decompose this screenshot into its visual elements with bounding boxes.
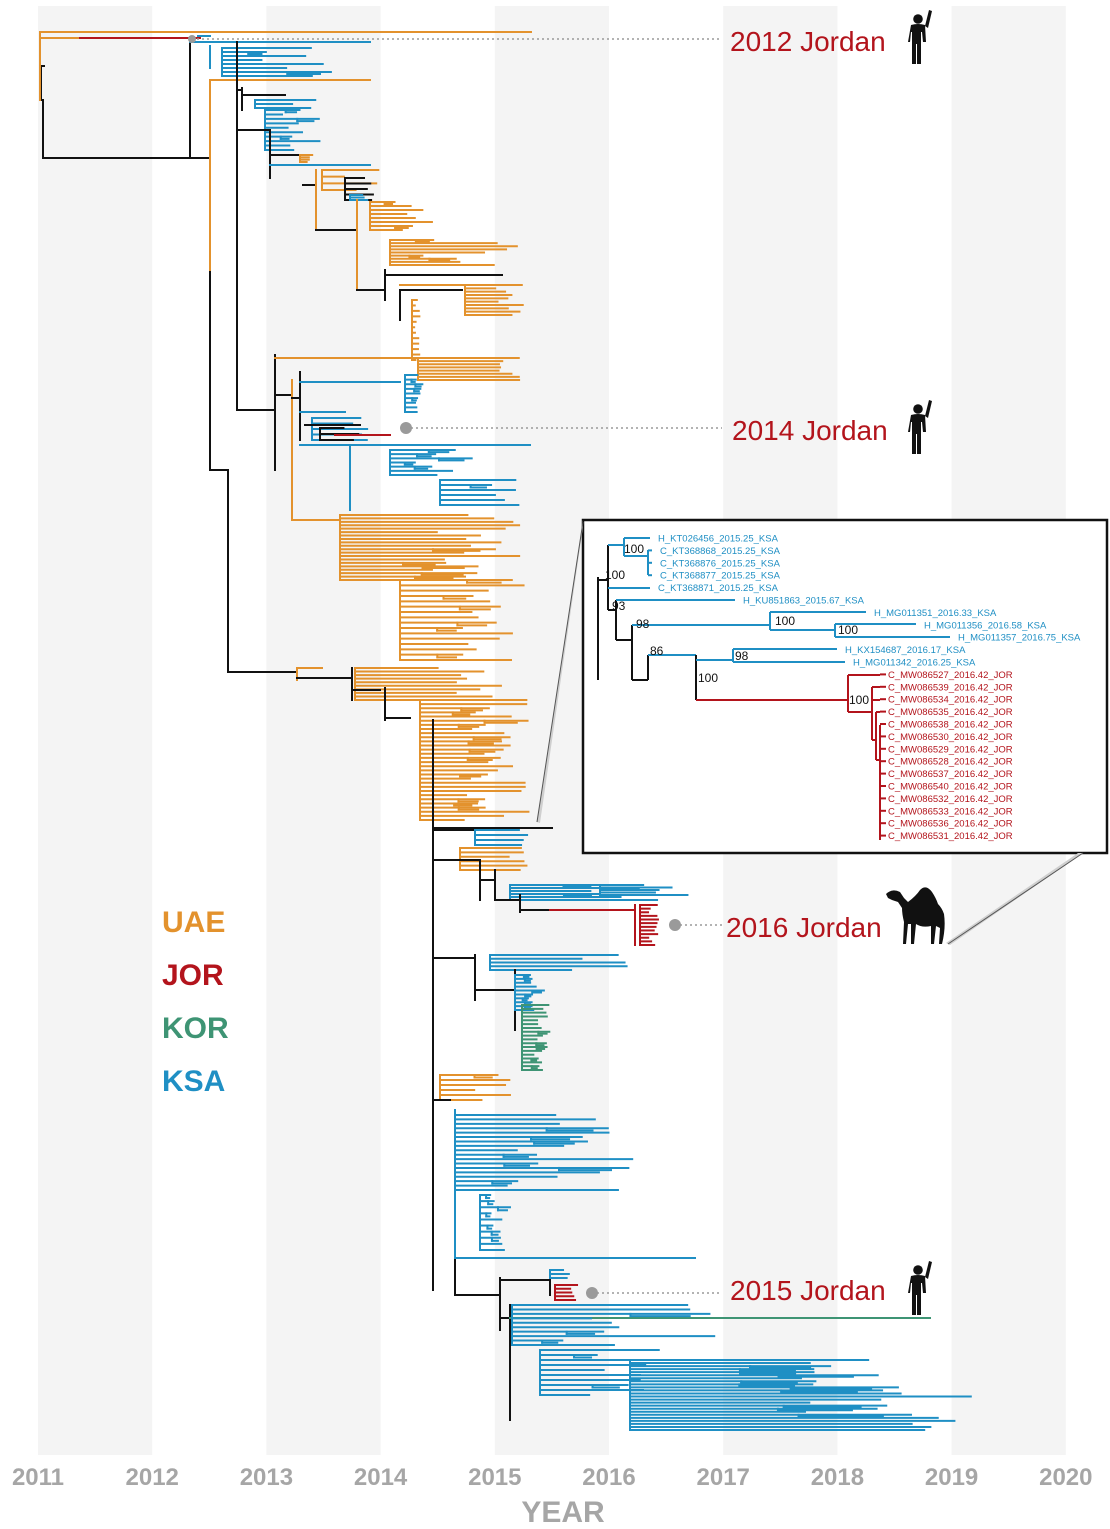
event-labels: 2012 Jordan 2014 Jordan 2016 Jordan 2015… [726, 26, 888, 1306]
tick-label: 2020 [1039, 1464, 1092, 1491]
inset-tip-label: C_MW086530_2016.42_JOR [888, 732, 1013, 743]
inset-tip-label: C_KT368876_2015.25_KSA [660, 558, 781, 569]
inset-tip-label: C_MW086537_2016.42_JOR [888, 769, 1013, 780]
tick-label: 2013 [240, 1464, 293, 1491]
inset-tip-label: C_MW086531_2016.42_JOR [888, 831, 1013, 842]
inset-tip-label: H_KX154687_2016.17_KSA [845, 645, 966, 656]
x-axis: 2011 2012 2013 2014 2015 2016 2017 2018 2019 2020 [12, 1464, 1093, 1491]
legend-ksa: KSA [162, 1065, 225, 1098]
inset-tip-label: H_MG011351_2016.33_KSA [874, 608, 997, 619]
legend-jor: JOR [162, 959, 224, 992]
inset-tip-label: H_MG011342_2016.25_KSA [853, 658, 976, 669]
legend-uae: UAE [162, 906, 225, 939]
inset-tip-label: C_MW086528_2016.42_JOR [888, 757, 1013, 768]
axis-title: YEAR [521, 1496, 605, 1529]
inset-tip-label: H_MG011356_2016.58_KSA [924, 620, 1047, 631]
year-band [266, 6, 381, 1455]
inset-tip-label: H_KT026456_2015.25_KSA [658, 534, 779, 545]
support-value: 100 [605, 568, 625, 582]
inset-tree [597, 537, 950, 840]
inset-tip-label: C_KT368877_2015.25_KSA [660, 571, 781, 582]
inset-tip-label: C_KT368868_2015.25_KSA [660, 546, 781, 557]
inset-tip-label: C_MW086539_2016.42_JOR [888, 682, 1013, 693]
inset-frame [581, 518, 1109, 855]
support-value: 100 [849, 693, 869, 707]
inset-tip-label: H_KU851863_2015.67_KSA [743, 596, 865, 607]
tick-label: 2015 [468, 1464, 521, 1491]
human-icon [908, 1261, 932, 1315]
event-dot [188, 35, 196, 43]
year-band [38, 6, 153, 1455]
inset-zoom-lines [536, 520, 1084, 945]
inset-tip-label: C_MW086527_2016.42_JOR [888, 670, 1013, 681]
inset-tip-label: C_KT368871_2015.25_KSA [658, 583, 779, 594]
support-value: 100 [838, 623, 858, 637]
legend: UAE JOR KOR KSA [162, 906, 229, 1098]
human-icon [908, 10, 932, 64]
event-dot [586, 1287, 598, 1299]
support-value: 98 [735, 649, 749, 663]
support-value: 100 [698, 671, 718, 685]
event-label-2014-jordan: 2014 Jordan [732, 415, 888, 446]
legend-kor: KOR [162, 1012, 229, 1045]
inset-tip-label: C_MW086535_2016.42_JOR [888, 707, 1013, 718]
inset-tip-label: C_MW086534_2016.42_JOR [888, 695, 1013, 706]
support-value: 100 [775, 614, 795, 628]
event-label-2012-jordan: 2012 Jordan [730, 26, 886, 57]
inset-panel: H_KT026456_2015.25_KSAC_KT368868_2015.25… [581, 518, 1109, 855]
inset-tip-label: C_MW086529_2016.42_JOR [888, 744, 1013, 755]
time-scaled-tree [39, 31, 972, 1431]
inset-tip-label: H_MG011357_2016.75_KSA [958, 633, 1081, 644]
tick-label: 2016 [582, 1464, 635, 1491]
tick-label: 2019 [925, 1464, 978, 1491]
inset-tip-label: C_MW086533_2016.42_JOR [888, 806, 1013, 817]
support-value: 93 [612, 599, 626, 613]
event-label-2016-jordan: 2016 Jordan [726, 912, 882, 943]
tick-label: 2012 [126, 1464, 179, 1491]
inset-tip-label: C_MW086532_2016.42_JOR [888, 794, 1013, 805]
tick-label: 2014 [354, 1464, 408, 1491]
inset-tip-labels: H_KT026456_2015.25_KSAC_KT368868_2015.25… [658, 534, 1081, 843]
event-dot [400, 422, 412, 434]
human-icon [908, 400, 932, 454]
camel-icon [886, 887, 945, 944]
tick-label: 2018 [811, 1464, 864, 1491]
event-label-2015-jordan: 2015 Jordan [730, 1275, 886, 1306]
tick-label: 2017 [697, 1464, 750, 1491]
support-value: 86 [650, 644, 664, 658]
support-value: 98 [636, 617, 650, 631]
event-connectors [188, 35, 722, 1299]
support-value: 100 [624, 542, 644, 556]
tick-label: 2011 [12, 1464, 64, 1491]
inset-tip-label: C_MW086538_2016.42_JOR [888, 720, 1013, 731]
inset-tip-label: C_MW086536_2016.42_JOR [888, 819, 1013, 830]
inset-tip-label: C_MW086540_2016.42_JOR [888, 782, 1013, 793]
event-dot [669, 919, 681, 931]
